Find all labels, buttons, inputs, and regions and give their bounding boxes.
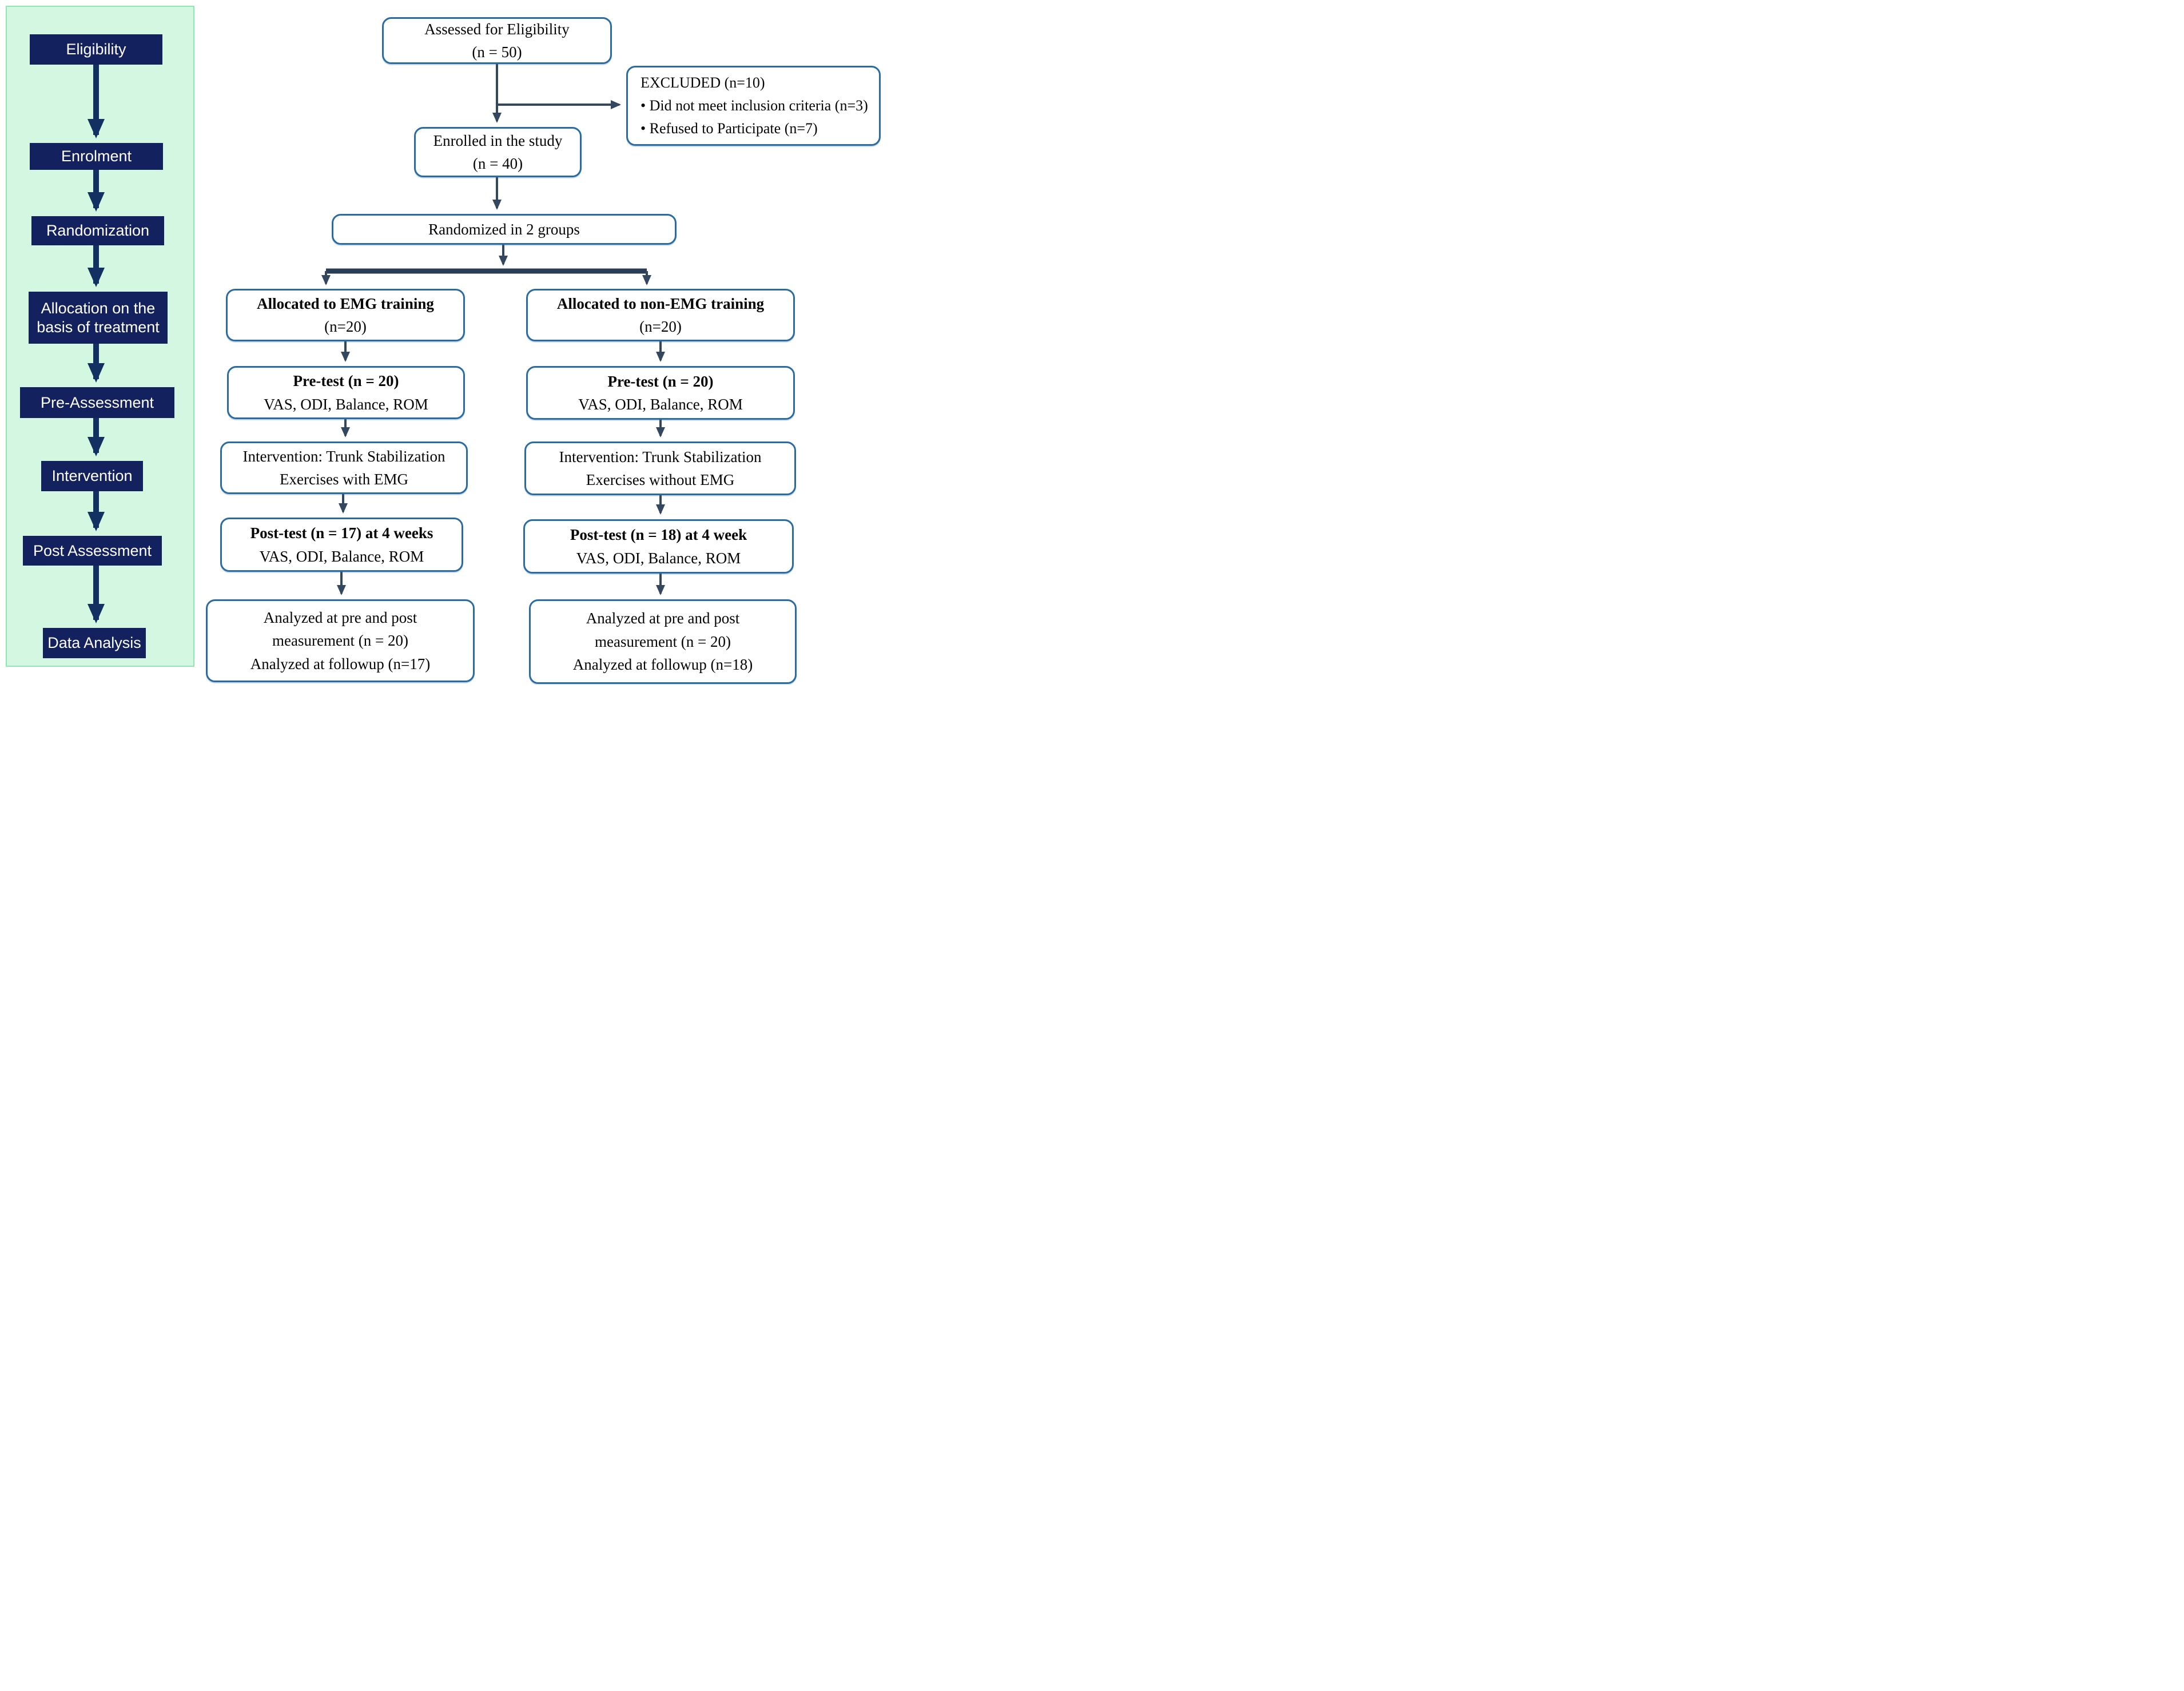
assessed-line1: Assessed for Eligibility (424, 20, 570, 38)
nonemg-intervention-line1: Intervention: Trunk Stabilization (559, 448, 762, 465)
emg-analyzed-line1: Analyzed at pre and post (263, 608, 417, 626)
emg-intervention-line1: Intervention: Trunk Stabilization (242, 447, 445, 465)
emg-pretest-box: Pre-test (n = 20) VAS, ODI, Balance, ROM (227, 366, 465, 419)
nonemg-intervention-box: Intervention: Trunk Stabilization Exerci… (524, 441, 796, 495)
enrolled-line1: Enrolled in the study (433, 132, 563, 149)
connector-layer (87, 64, 665, 623)
assessed-box: Assessed for Eligibility (n = 50) (382, 17, 612, 64)
excluded-bullet-1: • Did not meet inclusion criteria (n=3) (641, 97, 868, 114)
nonemg-allocated-line1: Allocated to non-EMG training (556, 295, 765, 312)
sidebar-step-enrolment: Enrolment (30, 143, 163, 170)
emg-allocated-line2: (n=20) (324, 318, 367, 335)
emg-allocated-box: Allocated to EMG training (n=20) (226, 289, 465, 341)
sidebar-step-postassessment: Post Assessment (23, 536, 162, 566)
sidebar-step-intervention: Intervention (41, 461, 143, 491)
emg-allocated-line1: Allocated to EMG training (257, 295, 434, 312)
emg-intervention-line2: Exercises with EMG (280, 471, 408, 488)
enrolled-line2: (n = 40) (472, 155, 523, 172)
emg-analyzed-line2: measurement (n = 20) (272, 632, 408, 650)
excluded-title: EXCLUDED (n=10) (641, 74, 765, 91)
nonemg-analyzed-line2: measurement (n = 20) (595, 632, 731, 650)
excluded-box: EXCLUDED (n=10) • Did not meet inclusion… (626, 66, 881, 146)
emg-posttest-line2: VAS, ODI, Balance, ROM (259, 547, 424, 565)
excluded-bullet-2: • Refused to Participate (n=7) (641, 120, 818, 137)
emg-posttest-box: Post-test (n = 17) at 4 weeks VAS, ODI, … (220, 518, 463, 572)
assessed-line2: (n = 50) (472, 43, 522, 61)
flow-connectors (321, 64, 665, 595)
emg-posttest-line1: Post-test (n = 17) at 4 weeks (250, 524, 433, 542)
emg-pretest-line1: Pre-test (n = 20) (293, 372, 399, 389)
nonemg-analyzed-line1: Analyzed at pre and post (586, 610, 740, 627)
nonemg-posttest-line2: VAS, ODI, Balance, ROM (576, 549, 741, 567)
randomized-line1: Randomized in 2 groups (428, 220, 580, 238)
nonemg-pretest-line2: VAS, ODI, Balance, ROM (578, 396, 743, 413)
nonemg-intervention-line2: Exercises without EMG (586, 471, 735, 488)
emg-pretest-line2: VAS, ODI, Balance, ROM (264, 395, 428, 413)
nonemg-pretest-box: Pre-test (n = 20) VAS, ODI, Balance, ROM (526, 366, 795, 420)
consort-flow-diagram: Eligibility Enrolment Randomization Allo… (0, 0, 884, 685)
nonemg-allocated-line2: (n=20) (639, 318, 682, 335)
emg-analyzed-line3: Analyzed at followup (n=17) (250, 655, 431, 673)
nonemg-posttest-box: Post-test (n = 18) at 4 week VAS, ODI, B… (523, 519, 794, 574)
emg-intervention-box: Intervention: Trunk Stabilization Exerci… (220, 441, 468, 494)
nonemg-analyzed-line3: Analyzed at followup (n=18) (572, 656, 753, 674)
enrolled-box: Enrolled in the study (n = 40) (414, 127, 582, 177)
emg-analyzed-box: Analyzed at pre and post measurement (n … (206, 599, 475, 682)
nonemg-posttest-line1: Post-test (n = 18) at 4 week (570, 526, 747, 543)
nonemg-allocated-box: Allocated to non-EMG training (n=20) (526, 289, 795, 341)
sidebar-step-allocation: Allocation on the basis of treatment (29, 292, 168, 344)
sidebar-step-preassessment: Pre-Assessment (20, 387, 174, 418)
sidebar-step-randomization: Randomization (31, 216, 164, 245)
nonemg-pretest-line1: Pre-test (n = 20) (607, 372, 714, 390)
nonemg-analyzed-box: Analyzed at pre and post measurement (n … (529, 599, 797, 684)
sidebar-step-eligibility: Eligibility (30, 34, 162, 65)
sidebar-step-dataanalysis: Data Analysis (43, 628, 146, 658)
randomized-box: Randomized in 2 groups (332, 214, 677, 245)
